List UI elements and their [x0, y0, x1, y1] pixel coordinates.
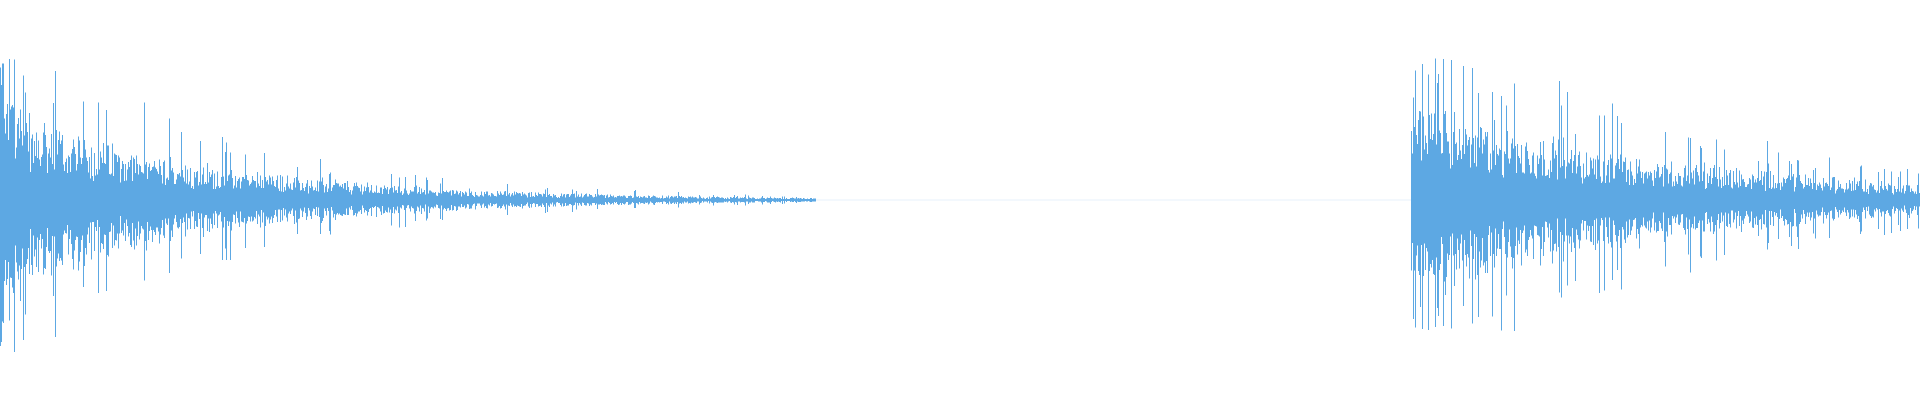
waveform-segment-two	[1411, 58, 1920, 331]
waveform-segments	[0, 58, 1920, 352]
waveform-segment-one	[0, 58, 816, 352]
